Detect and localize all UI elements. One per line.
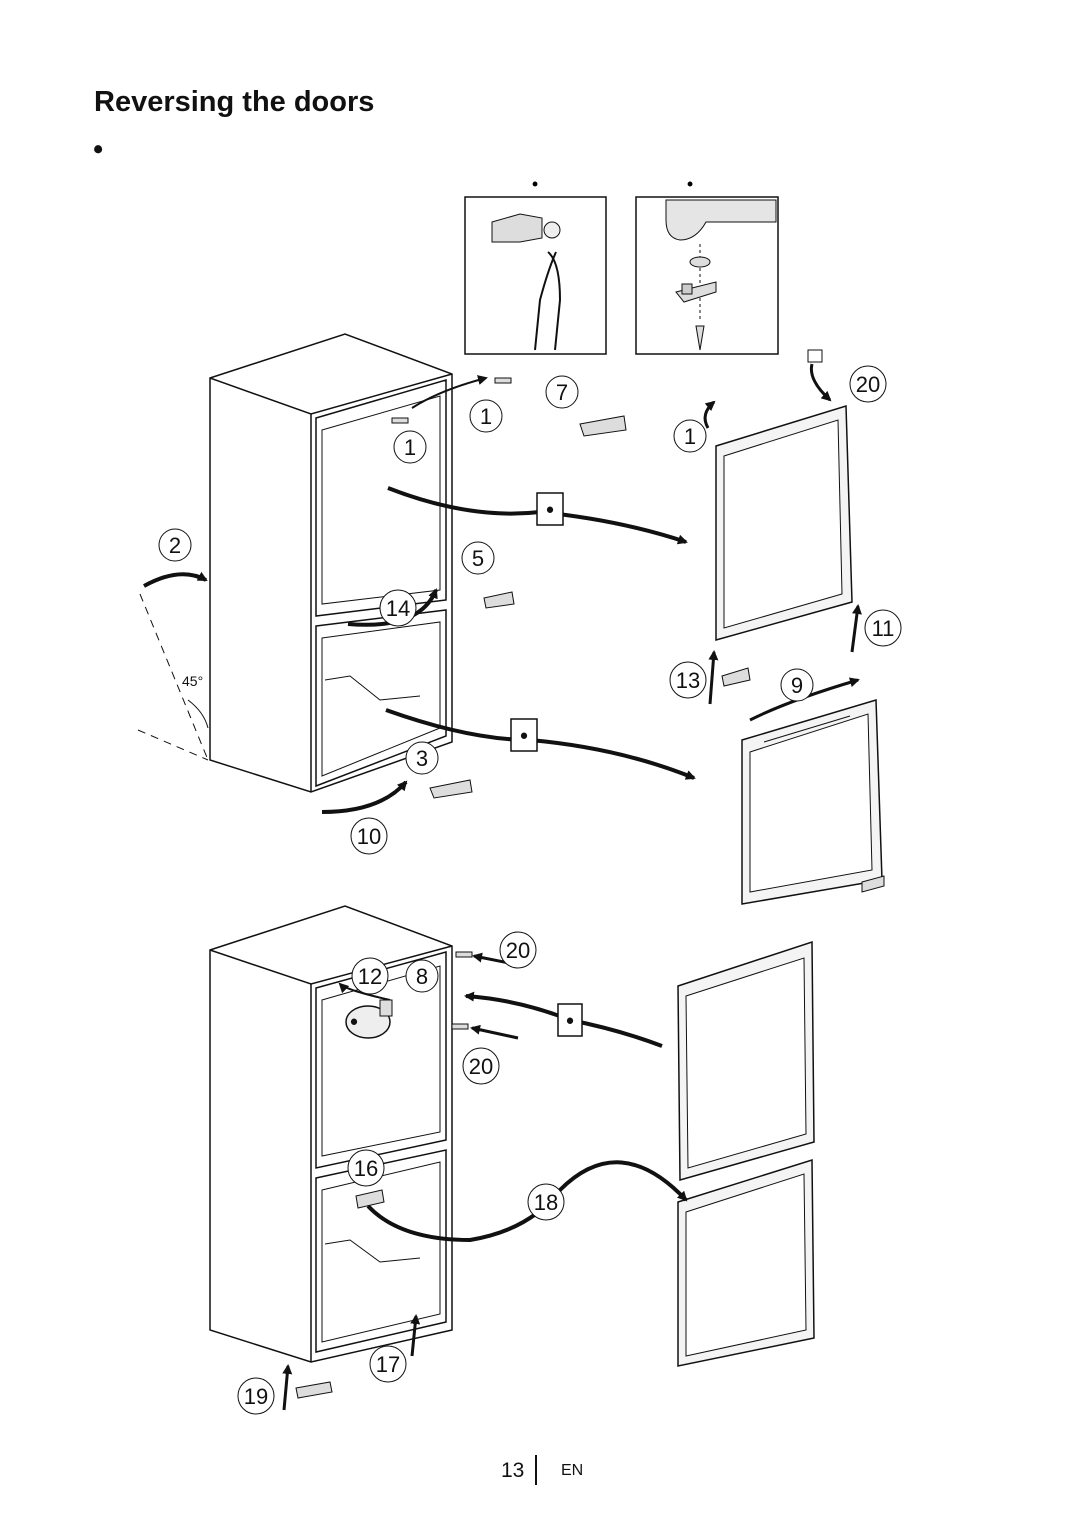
step-14: 14 [386, 596, 410, 621]
upper-box-glyphs: ꔷ ꔷ [510, 492, 564, 752]
step-9: 9 [791, 673, 803, 698]
step-17: 17 [376, 1352, 400, 1377]
angle-label: 45° [182, 673, 203, 689]
lower-box-glyphs: ꔷ ꔷ [350, 1003, 583, 1037]
step-12: 12 [358, 964, 382, 989]
fridge-door-lower [677, 1158, 815, 1367]
inset-hinge-cap: ꔷ [635, 176, 779, 355]
inset-label-right: ꔷ [687, 176, 694, 192]
step-10: 10 [357, 824, 381, 849]
step-20-c: 20 [469, 1054, 493, 1079]
fridge-door-upper [741, 699, 883, 905]
step-1-a: 1 [404, 435, 416, 460]
fridge-upper [209, 333, 453, 793]
box-glyph-1: ꔷ [546, 500, 555, 520]
step-1-b: 1 [480, 404, 492, 429]
step-13: 13 [676, 668, 700, 693]
step-7: 7 [556, 380, 568, 405]
box-glyph-3: ꔷ [566, 1011, 575, 1031]
inset-hinge-pliers: ꔷ [464, 176, 607, 355]
step-5: 5 [472, 546, 484, 571]
upper-step-markers: 1 1 1 2 3 5 7 9 10 11 13 14 20 [158, 365, 902, 855]
lower-hinge-parts [295, 951, 473, 1399]
page-number: 13 [501, 1459, 525, 1482]
step-18: 18 [534, 1190, 558, 1215]
step-20-b: 20 [506, 938, 530, 963]
step-8: 8 [416, 964, 428, 989]
upper-hinge-parts [391, 349, 885, 893]
subtitle-glyph: ꔷ [93, 139, 104, 162]
box-glyph-2: ꔷ [520, 726, 529, 746]
fridge-lower [209, 905, 453, 1363]
step-16: 16 [354, 1156, 378, 1181]
inset-label-left: ꔷ [532, 176, 539, 192]
step-20-a: 20 [856, 372, 880, 397]
freezer-door-upper [715, 404, 853, 641]
page-title: Reversing the doors [94, 86, 375, 118]
step-1-c: 1 [684, 424, 696, 449]
freezer-door-lower [677, 940, 815, 1181]
lower-step-markers: 12 8 16 17 18 19 20 20 [237, 931, 565, 1415]
footer-divider [535, 1455, 537, 1485]
step-19: 19 [244, 1384, 268, 1409]
language-code: EN [561, 1462, 584, 1479]
step-11: 11 [872, 616, 895, 641]
step-2: 2 [169, 533, 181, 558]
step-3: 3 [416, 746, 428, 771]
box-glyph-4: ꔷ [350, 1012, 359, 1032]
angle-guide: 45° [137, 593, 209, 761]
